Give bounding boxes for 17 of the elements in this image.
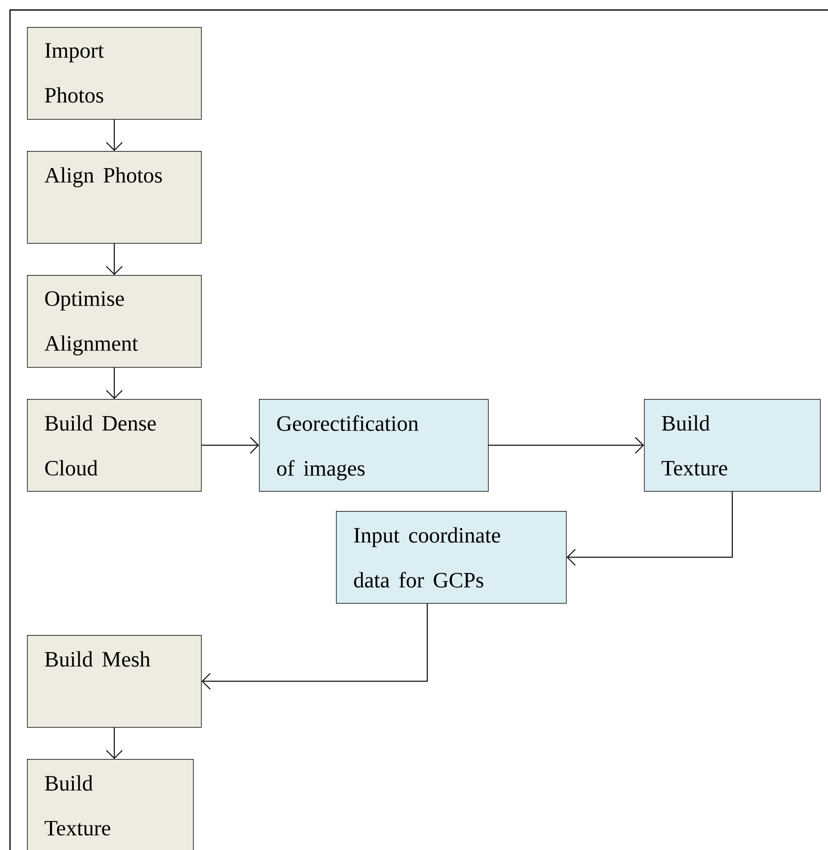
process-box: Build Mesh <box>27 635 202 728</box>
process-box: Build Texture <box>644 399 821 492</box>
process-box: Align Photos <box>27 151 202 244</box>
arrow <box>202 603 428 690</box>
arrow <box>201 436 259 454</box>
arrow <box>106 367 123 399</box>
arrow <box>106 727 123 759</box>
process-box: Georectification of images <box>259 399 489 492</box>
process-box: Optimise Alignment <box>27 275 202 368</box>
arrow <box>488 436 644 454</box>
process-box: Build Dense Cloud <box>27 399 202 492</box>
process-box: Input coordinate data for GCPs <box>336 511 567 604</box>
arrow <box>106 243 123 275</box>
arrow <box>566 491 733 566</box>
arrow <box>106 119 123 151</box>
process-box: Import Photos <box>27 27 202 120</box>
process-box: Build Texture <box>27 759 194 850</box>
